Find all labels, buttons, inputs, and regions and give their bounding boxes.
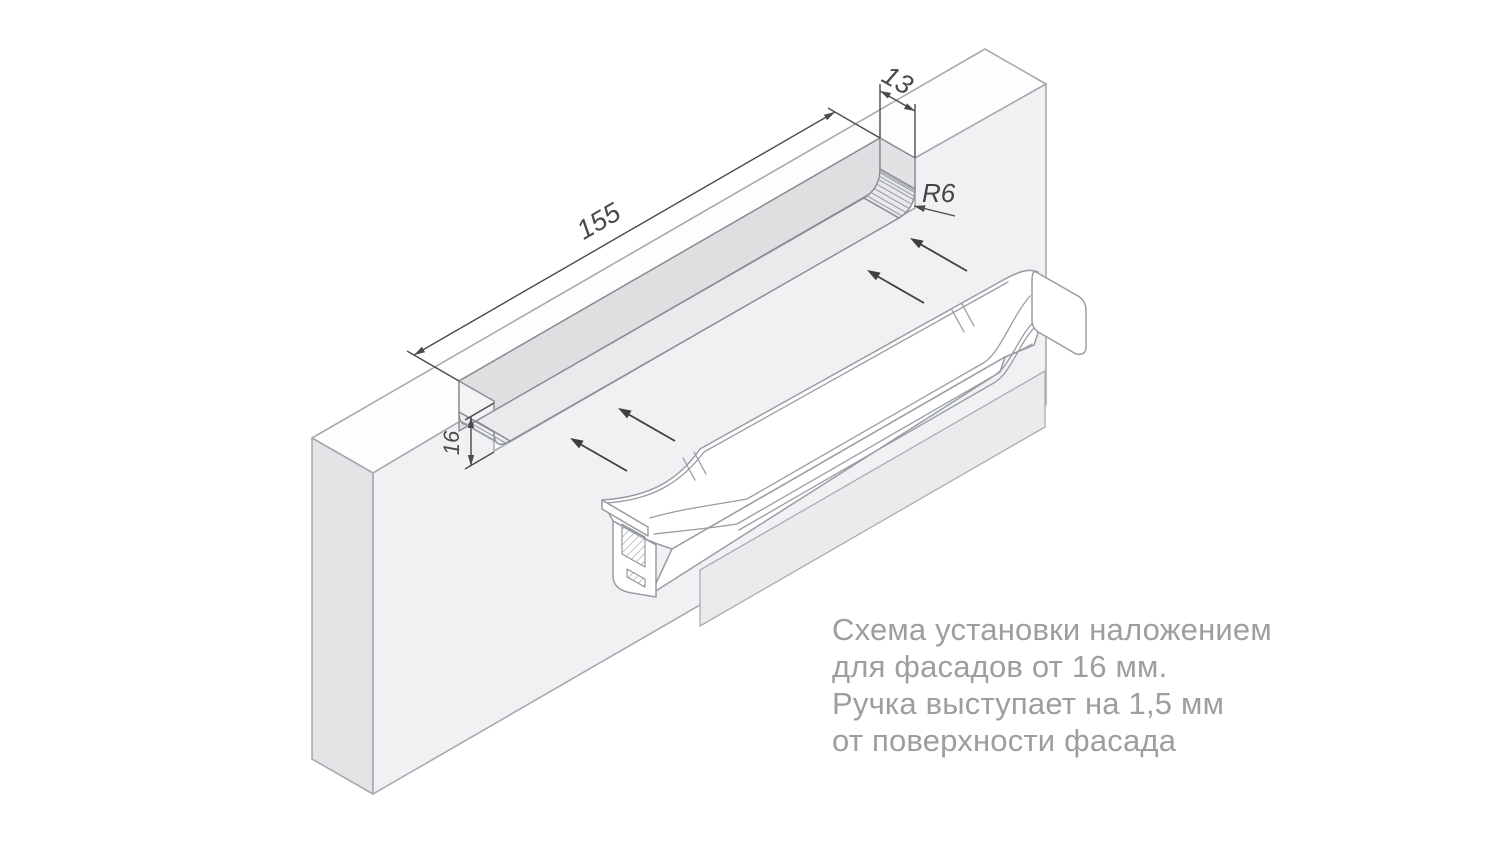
mounting-arrow: [618, 408, 676, 442]
mounting-arrow: [910, 238, 968, 272]
mounting-arrow: [867, 270, 925, 304]
handle-front-wall: [650, 356, 1006, 595]
mounting-groove: [458, 137, 916, 446]
handle-left-wing: [601, 499, 649, 537]
caption-line: Ручка выступает на 1,5 мм: [832, 686, 1225, 721]
handle-back-plate: [699, 370, 1046, 627]
arrowhead: [910, 238, 924, 249]
caption: Схема установки наложением для фасадов о…: [832, 611, 1272, 759]
caption-line: для фасадов от 16 мм.: [832, 649, 1168, 684]
fillet-radius-label: R6: [922, 178, 956, 208]
dim-arrowhead: [823, 112, 835, 121]
dim-arrowhead: [903, 103, 915, 111]
handle-body-upper: [601, 269, 1039, 550]
arrowhead: [618, 408, 632, 419]
caption-line: от поверхности фасада: [832, 723, 1177, 758]
dim-arrowhead: [880, 91, 892, 99]
extension-line: [464, 402, 495, 421]
handle-profile-lines: [605, 281, 1039, 535]
dim-arrowhead: [467, 455, 475, 466]
extension-line: [464, 451, 495, 470]
handle-end-section-hatch: [626, 568, 646, 588]
dimension-groove-length: [406, 107, 881, 382]
mounting-arrow: [570, 438, 628, 472]
dimension-groove-width: [879, 84, 916, 158]
dim-arrowhead: [414, 346, 426, 355]
dimension-groove-depth: [464, 402, 495, 470]
groove-length-label: 155: [571, 196, 626, 245]
handle: [601, 269, 1087, 627]
handle-end-section-hatch: [621, 523, 646, 568]
extension-line: [827, 107, 881, 139]
arrowhead: [867, 270, 881, 281]
panel-left-face: [311, 437, 374, 795]
arrowhead: [570, 438, 584, 449]
dimension-fillet-radius: [913, 205, 956, 217]
extension-line: [406, 350, 460, 382]
caption-line: Схема установки наложением: [832, 612, 1272, 647]
groove-depth-label: 16: [439, 430, 464, 455]
fillet-hatch-lines: [460, 170, 916, 445]
handle-right-endcap: [1031, 270, 1087, 356]
dim-arrowhead: [467, 417, 475, 428]
mounting-direction-arrows: [570, 238, 968, 472]
leader-arrowhead: [914, 205, 926, 212]
dimension-line: [413, 111, 836, 356]
